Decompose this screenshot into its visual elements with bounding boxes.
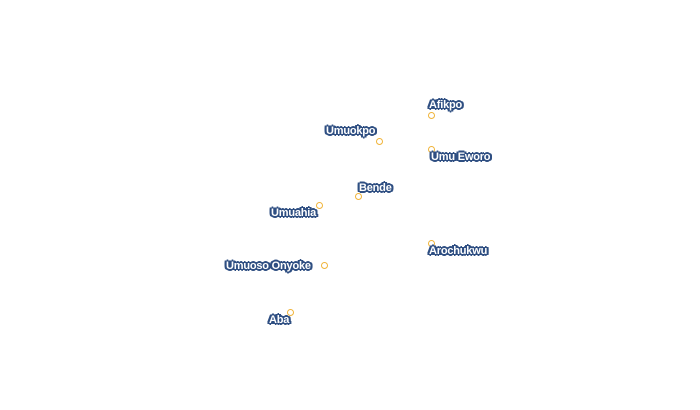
city-label-bende: Bende <box>359 182 392 194</box>
city-marker-arochukwu[interactable] <box>428 240 435 247</box>
city-marker-umuoso-onyoke[interactable] <box>321 262 328 269</box>
city-marker-bende[interactable] <box>355 193 362 200</box>
city-label-afikpo: Afikpo <box>429 99 463 111</box>
city-marker-umuokpo[interactable] <box>376 138 383 145</box>
city-marker-umu-eworo[interactable] <box>428 146 435 153</box>
city-label-umuahia: Umuahia <box>271 207 317 219</box>
city-label-aba: Aba <box>269 314 290 326</box>
city-label-umuoso-onyoke: Umuoso Onyoke <box>226 260 311 272</box>
city-marker-afikpo[interactable] <box>428 112 435 119</box>
city-label-arochukwu: Arochukwu <box>429 245 488 257</box>
city-marker-aba[interactable] <box>287 309 294 316</box>
city-label-umu-eworo: Umu Eworo <box>431 151 491 163</box>
city-marker-umuahia[interactable] <box>316 202 323 209</box>
city-label-umuokpo: Umuokpo <box>326 125 376 137</box>
